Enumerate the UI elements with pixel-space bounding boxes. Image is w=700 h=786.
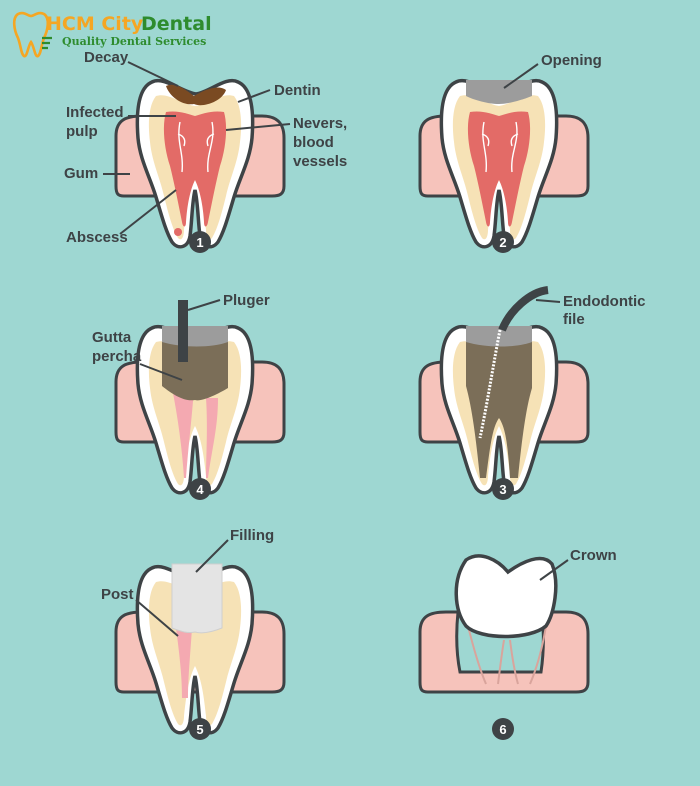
svg-text:6: 6 xyxy=(499,722,506,737)
svg-text:2: 2 xyxy=(499,235,506,250)
step-2-panel: Opening 2 xyxy=(418,52,602,253)
step-1-leader-lines xyxy=(103,61,291,235)
decay xyxy=(166,84,226,106)
step-3-panel: Endodontic file 3 xyxy=(418,286,646,500)
leader-line xyxy=(503,63,539,89)
svg-text:4: 4 xyxy=(196,482,204,497)
step-6-panel: Crown 6 xyxy=(418,547,617,740)
step-number-6: 6 xyxy=(492,718,514,740)
step-number-1: 1 xyxy=(189,231,211,253)
tooth xyxy=(135,563,255,735)
label-nerves-line3: vessels xyxy=(293,153,347,170)
label-post: Post xyxy=(101,586,134,603)
label-endodontic-line2: file xyxy=(563,311,585,328)
label-infected-pulp-line1: Infected xyxy=(66,104,124,121)
label-filling: Filling xyxy=(230,527,274,544)
step-number-2: 2 xyxy=(492,231,514,253)
label-pluger: Pluger xyxy=(223,292,270,309)
endodontic-file xyxy=(478,286,549,439)
brand-name-part2: Dental xyxy=(141,13,212,35)
tooth xyxy=(135,324,255,495)
label-gutta-percha-line2: percha xyxy=(92,348,142,365)
brand-header: HCM City Dental Quality Dental Services xyxy=(12,11,212,58)
label-nerves-line1: Nevers, xyxy=(293,115,347,132)
tooth xyxy=(439,324,559,495)
tooth xyxy=(439,78,559,249)
tooth xyxy=(135,78,255,249)
label-abscess: Abscess xyxy=(66,229,128,246)
step-4-panel: Pluger Gutta percha 4 xyxy=(92,292,286,500)
gutta-percha xyxy=(172,388,218,478)
tooth-logo-icon xyxy=(12,11,52,58)
label-opening: Opening xyxy=(541,52,602,69)
step-number-3: 3 xyxy=(492,478,514,500)
cleaned-canal xyxy=(466,326,532,478)
label-infected-pulp-line2: pulp xyxy=(66,123,98,140)
label-nerves-line2: blood xyxy=(293,134,334,151)
crown xyxy=(454,554,558,639)
label-gum: Gum xyxy=(64,165,98,182)
opening xyxy=(466,80,532,104)
step-5-leader-lines xyxy=(135,539,229,637)
step-5-panel: Filling Post 5 xyxy=(101,527,286,740)
leader-line xyxy=(539,559,569,581)
svg-text:5: 5 xyxy=(196,722,203,737)
abscess xyxy=(174,228,182,236)
nerves-blood-vessels xyxy=(481,121,519,173)
step-4-leader-lines xyxy=(139,299,221,381)
label-decay: Decay xyxy=(84,49,129,66)
root-outline xyxy=(467,625,547,685)
brand-name-part1: HCM City xyxy=(46,13,144,35)
label-crown: Crown xyxy=(570,547,617,564)
step-number-4: 4 xyxy=(189,478,211,500)
label-dentin: Dentin xyxy=(274,82,321,99)
brand-tagline: Quality Dental Services xyxy=(62,35,206,48)
step-1-panel: Decay Dentin Infected pulp Nevers, blood… xyxy=(64,49,347,253)
step-number-5: 5 xyxy=(189,718,211,740)
filling xyxy=(171,563,223,634)
post xyxy=(176,628,192,698)
svg-text:3: 3 xyxy=(499,482,506,497)
nerves-blood-vessels xyxy=(177,121,215,173)
svg-text:1: 1 xyxy=(196,235,203,250)
pluger-instrument xyxy=(178,300,188,362)
label-gutta-percha-line1: Gutta xyxy=(92,329,132,346)
leader-line xyxy=(535,299,561,303)
label-endodontic-line1: Endodontic xyxy=(563,293,646,310)
